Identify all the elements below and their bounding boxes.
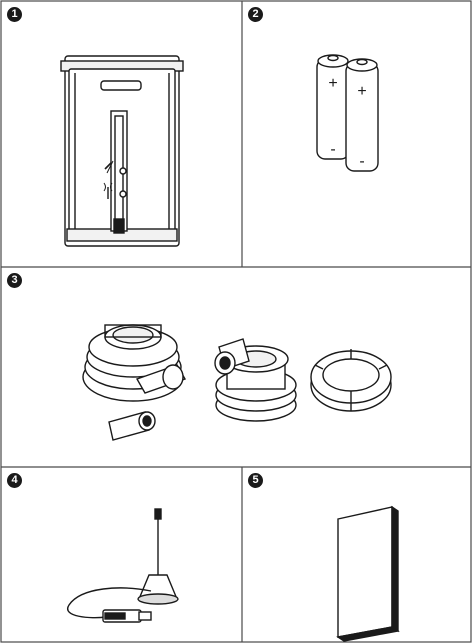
antenna-signal-icon [103, 182, 113, 199]
panel-3: 3 [1, 267, 471, 467]
wrench-icon [104, 160, 114, 174]
battery-plus-back: + [328, 75, 337, 92]
manual-booklet-illustration [336, 505, 400, 642]
battery-minus-front: - [359, 153, 364, 170]
panel-4: 4 [1, 467, 242, 642]
valve-adapters-illustration [82, 324, 392, 441]
panel-1: 1 [1, 1, 242, 267]
battery-minus-back: - [330, 141, 335, 158]
panel-5: 5 [242, 467, 471, 642]
battery-plus-front: + [357, 83, 366, 100]
aa-batteries-illustration: + - + - [316, 54, 379, 172]
panel-number-3: 3 [7, 273, 22, 288]
panel-number-1: 1 [7, 7, 22, 22]
usb-antenna-illustration [66, 508, 179, 623]
panel-number-4: 4 [7, 473, 22, 488]
gateway-device-illustration [60, 55, 184, 247]
panel-number-2: 2 [248, 7, 263, 22]
panel-2: 2 + - + - [242, 1, 471, 267]
panel-number-5: 5 [248, 473, 263, 488]
